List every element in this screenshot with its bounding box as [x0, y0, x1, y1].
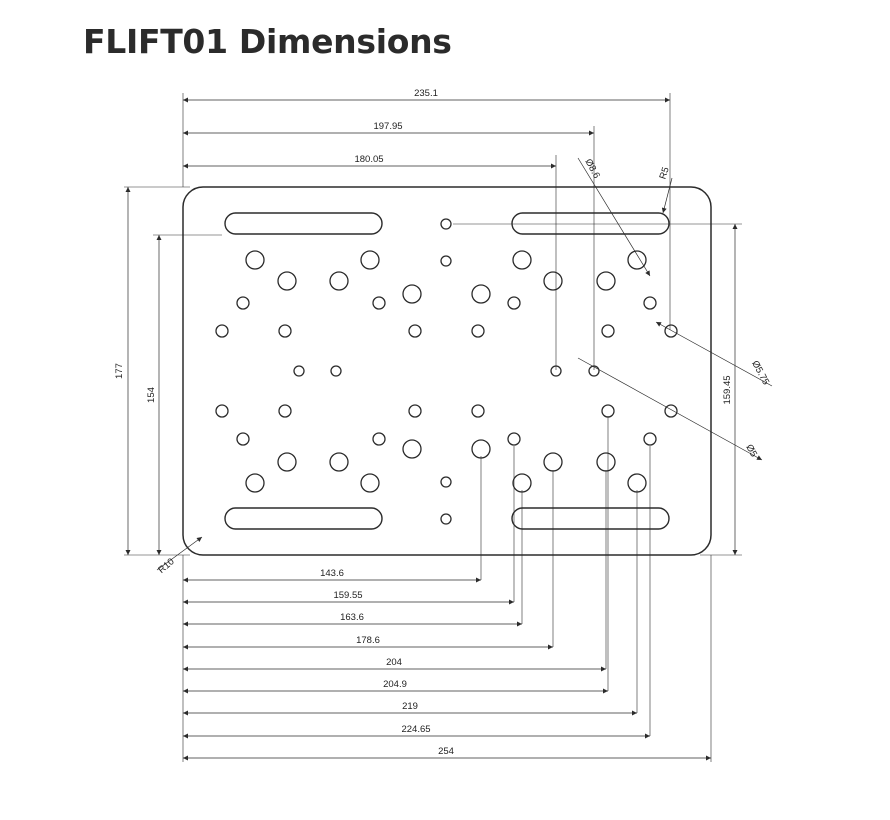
hole-35	[507, 432, 521, 446]
hole-33	[236, 432, 250, 446]
hole-13	[236, 296, 250, 310]
hole-47	[440, 476, 452, 488]
dimension-labels: 235.1 197.95 180.05 177 154 159.45 143.6…	[114, 88, 771, 757]
dim-top-third: 180.05	[354, 154, 383, 165]
callout-hole-small: Ø5	[743, 443, 759, 459]
slot-bottom-right	[511, 507, 670, 530]
hole-18	[278, 324, 292, 338]
slot-top-left	[224, 212, 383, 235]
dim-bottom-5: 204	[386, 657, 402, 668]
hole-9	[543, 271, 563, 291]
dim-bottom-7: 219	[402, 701, 418, 712]
hole-36	[643, 432, 657, 446]
hole-40	[329, 452, 349, 472]
hole-12	[471, 284, 491, 304]
dim-right-height: 159.45	[722, 375, 733, 404]
hole-39	[277, 452, 297, 472]
hole-46	[627, 473, 647, 493]
callout-leaders	[156, 157, 773, 571]
hole-17	[215, 324, 229, 338]
hole-2	[440, 255, 452, 267]
dim-top-overall: 235.1	[414, 88, 438, 99]
hole-23	[293, 365, 305, 377]
hole-22	[664, 324, 678, 338]
hole-7	[277, 271, 297, 291]
hole-19	[408, 324, 422, 338]
callout-hole-large: Ø8.6	[583, 157, 602, 180]
hole-14	[372, 296, 386, 310]
hole-4	[360, 250, 380, 270]
hole-21	[601, 324, 615, 338]
hole-45	[512, 473, 532, 493]
dim-bottom-2: 159.55	[333, 590, 362, 601]
hole-29	[408, 404, 422, 418]
dim-bottom-9: 254	[438, 746, 454, 757]
hole-11	[402, 284, 422, 304]
hole-48	[440, 513, 452, 525]
extension-lines	[124, 93, 742, 762]
hole-37	[402, 439, 422, 459]
hole-5	[512, 250, 532, 270]
callout-hole-medium: Ø5.75	[749, 359, 771, 387]
dim-left-height: 177	[114, 363, 125, 379]
plate-outline	[182, 186, 712, 556]
hole-42	[596, 452, 616, 472]
slot-bottom-left	[224, 507, 383, 530]
hole-41	[543, 452, 563, 472]
page-title: FLIFT01 Dimensions	[83, 22, 452, 61]
holes	[215, 218, 678, 525]
hole-24	[330, 365, 342, 377]
dim-bottom-8: 224.65	[401, 724, 430, 735]
hole-15	[507, 296, 521, 310]
dimension-lines	[125, 97, 738, 761]
hole-10	[596, 271, 616, 291]
slot-top-right	[511, 212, 670, 235]
hole-38	[471, 439, 491, 459]
dim-bottom-6: 204.9	[383, 679, 407, 690]
hole-32	[664, 404, 678, 418]
hole-30	[471, 404, 485, 418]
hole-3	[245, 250, 265, 270]
dim-top-second: 197.95	[373, 121, 402, 132]
hole-44	[360, 473, 380, 493]
hole-28	[278, 404, 292, 418]
hole-8	[329, 271, 349, 291]
hole-6	[627, 250, 647, 270]
hole-20	[471, 324, 485, 338]
callout-corner-radius: R10	[156, 556, 176, 576]
slots	[224, 212, 670, 530]
dim-bottom-3: 163.6	[340, 612, 364, 623]
dim-left-inner: 154	[146, 387, 157, 403]
hole-34	[372, 432, 386, 446]
hole-1	[440, 218, 452, 230]
dim-bottom-1: 143.6	[320, 568, 344, 579]
hole-31	[601, 404, 615, 418]
hole-27	[215, 404, 229, 418]
dim-bottom-4: 178.6	[356, 635, 380, 646]
callout-slot-radius: R5	[658, 166, 672, 181]
hole-16	[643, 296, 657, 310]
hole-43	[245, 473, 265, 493]
